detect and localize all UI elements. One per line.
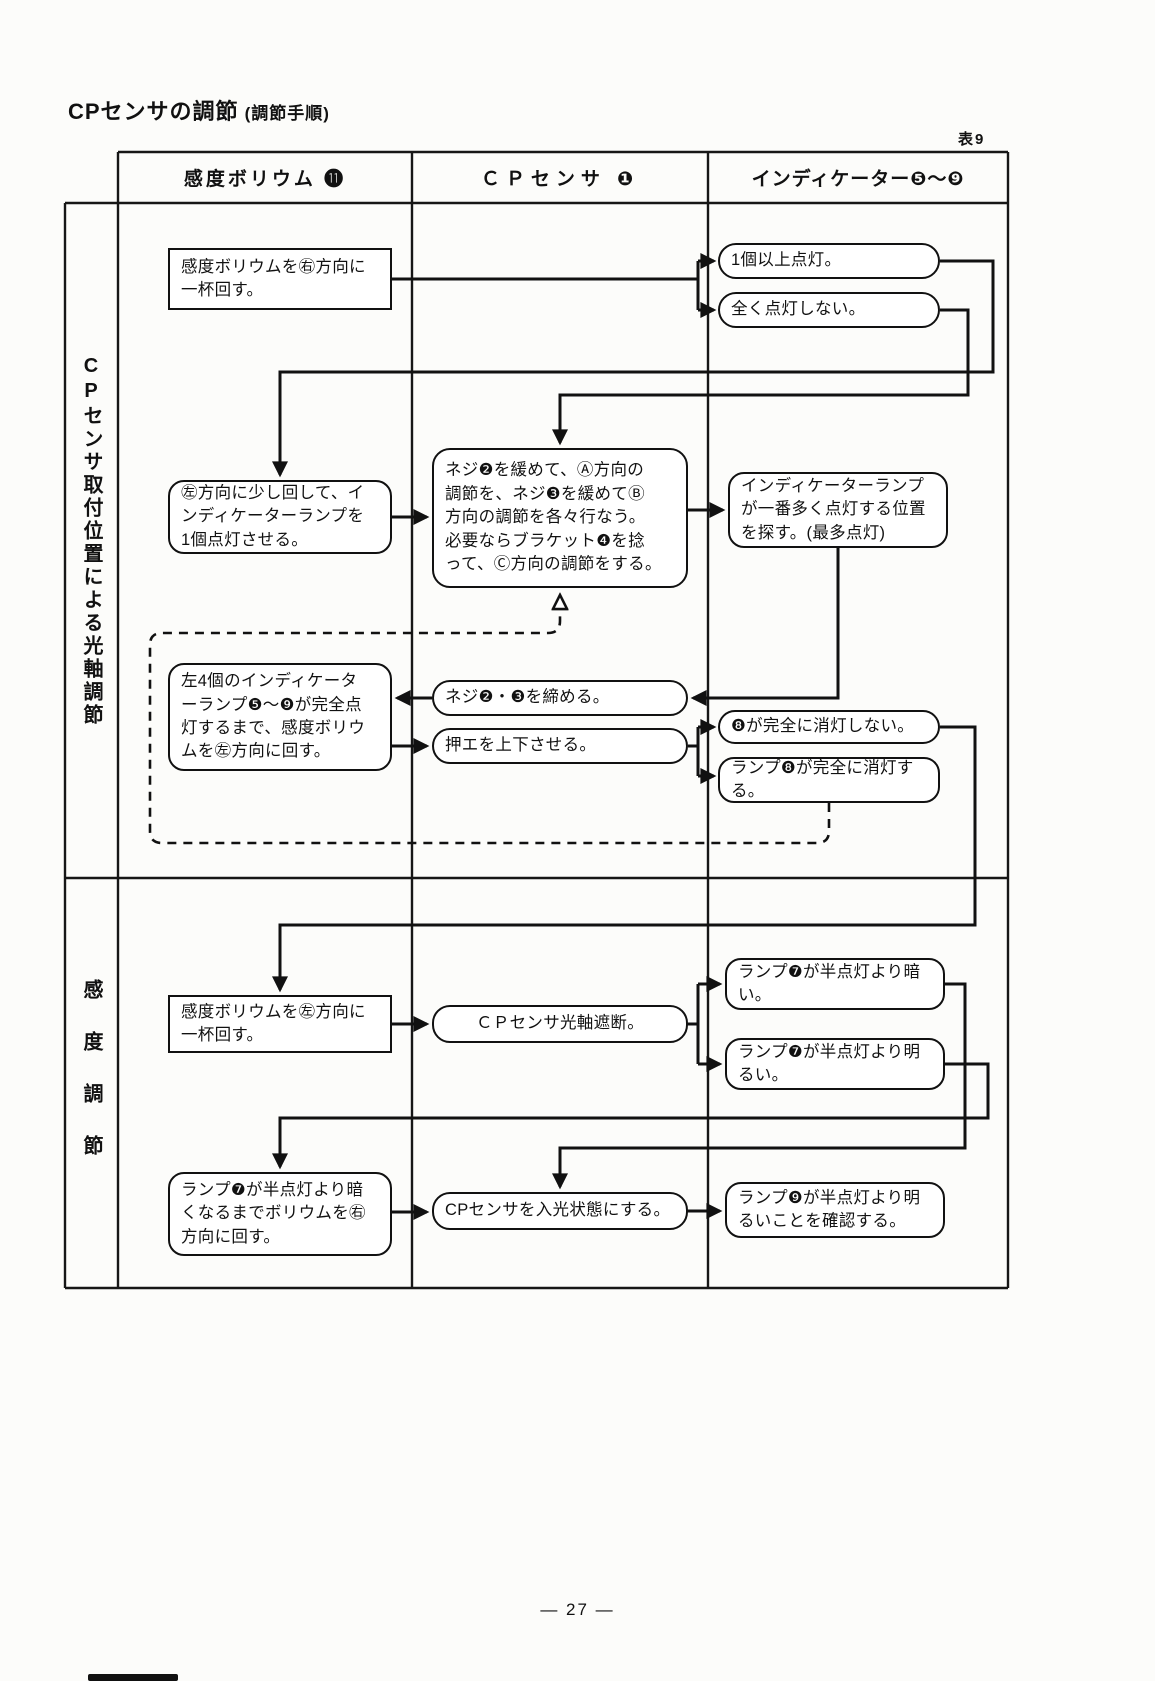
print-artifact — [88, 1674, 178, 1681]
flow-box-turn-volume-full-left: 感度ボリウムを㊧方向に 一杯回す。 — [168, 995, 392, 1053]
section-label-sensitivity-adjustment: 感度調節 — [80, 979, 102, 1187]
flow-box-turn-until-lamp7-darker: ランプ❼が半点灯より暗 くなるまでボリウムを㊨ 方向に回す。 — [168, 1172, 392, 1256]
column-header-sensitivity-volume: 感度ボリウム ⓫ — [183, 169, 347, 190]
flow-box-lamp7-brighter-than-half: ランプ❼が半点灯より明 るい。 — [725, 1038, 945, 1090]
flow-arrows — [272, 253, 995, 1220]
section-label-optical-axis-adjustment: CPセンサ取付位置による光軸調節 — [80, 354, 102, 727]
page-number: — 27 — — [540, 1600, 615, 1619]
flow-box-move-presser-up-down: 押エを上下させる。 — [432, 728, 688, 764]
page-title-main: CPセンサの調節 — [68, 99, 239, 124]
table-number-label: 表9 — [958, 131, 986, 148]
connector-b10-b12 — [272, 725, 977, 993]
flow-box-tighten-screws: ネジ❷・❸を締める。 — [432, 680, 688, 716]
flow-box-lamp8-not-fully-off: ❽が完全に消灯しない。 — [718, 710, 940, 744]
flow-box-block-optical-axis: ＣＰセンサ光軸遮断。 — [432, 1005, 688, 1043]
page-title: CPセンサの調節 (調節手順) — [68, 94, 330, 126]
flow-box-loosen-screws-adjust-directions: ネジ❷を緩めて、Ⓐ方向の 調節を、ネジ❸を緩めてⒷ 方向の調節を各々行なう。 必… — [432, 448, 688, 588]
flow-box-lamp8-fully-off: ランプ❽が完全に消灯す る。 — [718, 757, 940, 803]
flow-box-turn-slightly-one-lamp: ㊧方向に少し回して、イ ンディケーターランプを 1個点灯させる。 — [168, 480, 392, 554]
flow-box-turn-until-lamps-5-9-full: 左4個のインディケータ ーランプ❺～❾が完全点 灯するまで、感度ボリウ ムを㊧方… — [168, 663, 392, 771]
flow-box-none-lit: 全く点灯しない。 — [718, 292, 940, 328]
connector-b11-b5 — [148, 597, 831, 845]
flow-feedback-dashed — [148, 597, 831, 845]
column-header-cp-sensor: ＣＰセンサ ❶ — [480, 169, 640, 190]
connector-b6-b8 — [690, 548, 840, 706]
flow-box-turn-volume-full-right: 感度ボリウムを㊨方向に 一杯回す。 — [168, 248, 392, 310]
flow-box-lamp7-darker-than-half: ランプ❼が半点灯より暗 い。 — [725, 958, 945, 1010]
flow-box-find-max-lit-position: インディケーターランプ が一番多く点灯する位置 を探す。(最多点灯) — [728, 472, 948, 548]
flow-box-confirm-lamp9-brighter: ランプ❾が半点灯より明 るいことを確認する。 — [725, 1182, 945, 1238]
column-header-indicator: インディケーター❺～❾ — [751, 169, 965, 190]
page-subtitle: (調節手順) — [244, 104, 330, 123]
connector-b9-branch — [688, 727, 700, 776]
connector-b1-branch — [392, 261, 700, 310]
connector-b13-branch — [688, 984, 700, 1064]
flow-box-set-light-receiving-state: CPセンサを入光状態にする。 — [432, 1192, 688, 1230]
connector-b3-b5 — [552, 308, 970, 446]
connector-b2-b4 — [272, 259, 995, 478]
connector-b14-b17 — [552, 982, 967, 1190]
flow-box-one-or-more-lit: 1個以上点灯。 — [718, 243, 940, 279]
connector-b15-b16 — [272, 1062, 990, 1170]
